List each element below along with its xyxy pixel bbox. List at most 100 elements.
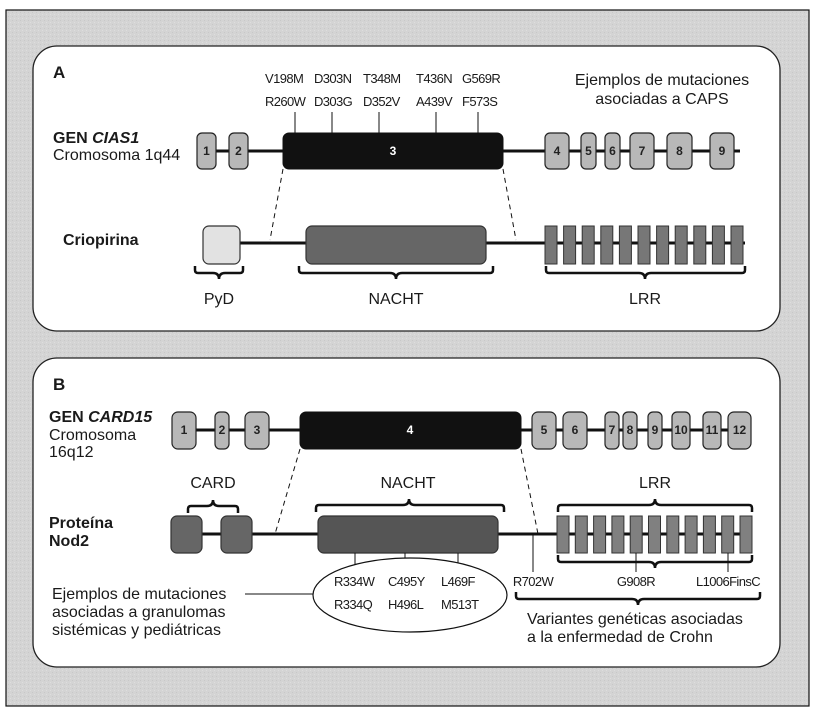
svg-text:11: 11	[706, 423, 719, 437]
lrr-repeat	[593, 515, 607, 554]
card-domain	[170, 515, 203, 554]
mutation-label: D352V	[363, 94, 401, 109]
exon: 10	[671, 411, 691, 450]
projection-line	[502, 168, 517, 241]
exon: 2	[228, 132, 249, 170]
gene-label: GEN CIAS1	[53, 130, 139, 147]
granuloma-note: Ejemplos de mutaciones	[52, 586, 226, 603]
exon: 8	[666, 132, 693, 170]
panel-b-letter: B	[53, 375, 65, 394]
mutation-label: M513T	[441, 597, 479, 612]
panel-a-mutations: V198M D303N T348M T436N G569R R260W D303…	[265, 71, 501, 133]
lrr-repeat	[666, 515, 680, 554]
mutation-label: C495Y	[388, 574, 426, 589]
svg-text:1: 1	[203, 144, 210, 158]
exon: 2	[214, 411, 230, 450]
lrr-repeat	[693, 225, 707, 265]
exon: 12	[727, 411, 752, 450]
chromosome-label: Cromosoma	[49, 427, 136, 444]
exon: 9	[709, 132, 735, 170]
svg-text:7: 7	[609, 423, 616, 437]
brace-pyd	[193, 266, 245, 280]
exon: 4	[544, 132, 570, 170]
mutation-label: V198M	[265, 71, 303, 86]
domain-label-lrr: LRR	[629, 291, 661, 308]
lrr-repeat	[684, 515, 698, 554]
svg-text:5: 5	[541, 423, 548, 437]
chromosome-label: 16q12	[49, 444, 94, 461]
lrr-repeat	[674, 225, 688, 265]
panel-b: B GEN CARD15 Cromosoma 16q12 1 2 3 4 5 6…	[32, 357, 781, 668]
mutation-label: F573S	[462, 94, 498, 109]
lrr-repeat	[611, 515, 625, 554]
protein-label: Criopirina	[63, 232, 139, 249]
svg-text:10: 10	[674, 423, 688, 437]
nacht-domain	[317, 515, 499, 554]
lrr-repeat	[637, 225, 651, 265]
svg-text:7: 7	[639, 144, 646, 158]
svg-text:9: 9	[719, 144, 726, 158]
projection-line	[269, 168, 284, 241]
lrr-repeats	[556, 515, 753, 554]
card-domain	[220, 515, 253, 554]
brace-lrr	[556, 498, 754, 512]
gene-prefix: GEN	[49, 409, 88, 426]
chromosome-label: Cromosoma 1q44	[53, 147, 180, 164]
protein-label: Proteína	[49, 515, 113, 532]
caps-note: asociadas a CAPS	[595, 91, 728, 108]
svg-text:2: 2	[219, 423, 226, 437]
protein-label: Nod2	[49, 533, 89, 550]
mutation-label: A439V	[416, 94, 453, 109]
exon: 11	[702, 411, 722, 450]
exon: 5	[531, 411, 557, 450]
brace-lrr-bottom	[556, 555, 754, 569]
lrr-repeat	[618, 225, 632, 265]
nacht-domain	[305, 225, 487, 265]
domain-label-pyd: PyD	[204, 291, 234, 308]
lrr-repeat	[556, 515, 570, 554]
mutation-label: R334Q	[334, 597, 373, 612]
mutation-label: T348M	[363, 71, 400, 86]
lrr-repeat	[600, 225, 614, 265]
brace-nacht	[297, 266, 495, 280]
granuloma-note: sistémicas y pediátricas	[52, 622, 221, 639]
domain-label-nacht: NACHT	[380, 475, 435, 492]
svg-text:1: 1	[181, 423, 188, 437]
svg-text:8: 8	[627, 423, 634, 437]
brace-card	[186, 499, 240, 513]
lrr-repeat	[739, 515, 753, 554]
domain-label-lrr: LRR	[639, 475, 671, 492]
exon: 9	[647, 411, 663, 450]
brace-nacht	[314, 498, 506, 512]
lrr-repeat	[730, 225, 744, 265]
mutation-label: T436N	[416, 71, 452, 86]
crohn-note: a la enfermedad de Crohn	[527, 629, 713, 646]
gene-prefix: GEN	[53, 130, 92, 147]
lrr-repeat	[544, 225, 558, 265]
domain-label-card: CARD	[190, 475, 235, 492]
domain-label-nacht: NACHT	[368, 291, 423, 308]
svg-text:8: 8	[676, 144, 683, 158]
gene-name: CARD15	[88, 409, 153, 426]
mutation-label: G569R	[462, 71, 500, 86]
mutation-label: H496L	[388, 597, 424, 612]
lrr-repeat	[648, 515, 661, 554]
pyd-domain	[202, 225, 241, 265]
exon-large: 4	[299, 411, 522, 450]
mutation-label: D303G	[314, 94, 353, 109]
exon: 7	[604, 411, 620, 450]
granuloma-ellipse	[312, 557, 508, 633]
caps-note: Ejemplos de mutaciones	[575, 72, 749, 89]
svg-text:6: 6	[572, 423, 579, 437]
lrr-repeat	[711, 225, 725, 265]
variant-label: L1006FinsC	[696, 574, 760, 589]
brace-lrr	[544, 266, 747, 280]
variant-label: R702W	[513, 574, 555, 589]
exon: 6	[562, 411, 588, 450]
granuloma-note: asociadas a granulomas	[52, 604, 225, 621]
exon: 5	[580, 132, 597, 170]
exon: 7	[629, 132, 655, 170]
exon: 3	[244, 411, 270, 450]
svg-text:4: 4	[407, 423, 414, 437]
